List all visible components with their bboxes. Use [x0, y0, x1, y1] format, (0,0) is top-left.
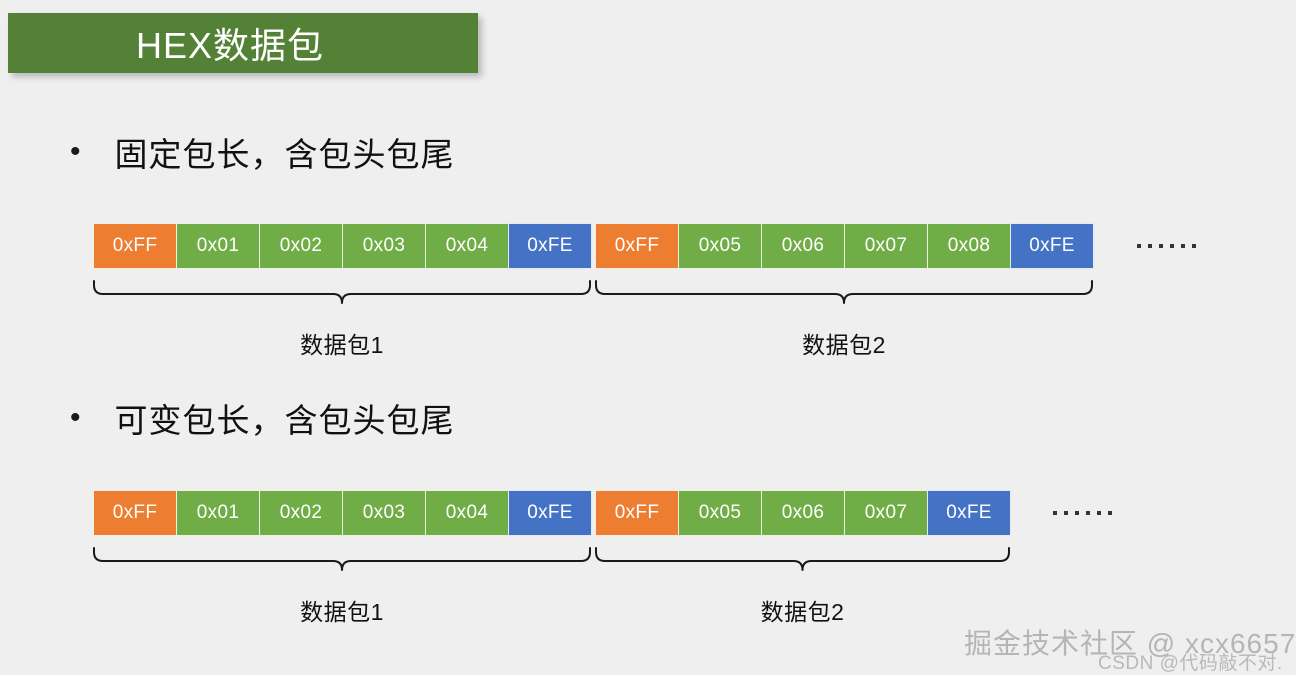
ellipsis-dot [1192, 244, 1196, 248]
hex-byte-cell: 0xFF [595, 223, 679, 269]
hex-byte-cell: 0x01 [176, 490, 260, 536]
packet-label: 数据包1 [300, 599, 384, 625]
hex-byte-cell: 0x02 [259, 490, 343, 536]
hex-byte-cell: 0x08 [927, 223, 1011, 269]
ellipsis-dot [1181, 244, 1185, 248]
hex-byte-cell: 0x05 [678, 223, 762, 269]
hex-byte-cell: 0xFF [93, 490, 177, 536]
ellipsis-dot [1148, 244, 1152, 248]
packet-brace [93, 280, 591, 306]
ellipsis-dot [1053, 511, 1057, 515]
hex-byte-cell: 0x01 [176, 223, 260, 269]
watermark-csdn: CSDN @代码敲不对. [1098, 653, 1283, 674]
ellipsis-dot [1086, 511, 1090, 515]
hex-byte-cell: 0xFF [93, 223, 177, 269]
ellipsis-dot [1064, 511, 1068, 515]
bullet-item-fixed-length: • 固定包长，含包头包尾 [70, 128, 455, 176]
hex-byte-cell: 0x02 [259, 223, 343, 269]
hex-byte-cell: 0x07 [844, 490, 928, 536]
ellipsis-dot [1170, 244, 1174, 248]
packet-brace [93, 547, 591, 573]
hex-byte-cell: 0x04 [425, 490, 509, 536]
hex-byte-cell: 0xFF [595, 490, 679, 536]
page-title: HEX数据包 [136, 25, 325, 66]
hex-byte-cell: 0x04 [425, 223, 509, 269]
hex-byte-cell: 0x07 [844, 223, 928, 269]
hex-byte-cell: 0x03 [342, 490, 426, 536]
packet-label: 数据包2 [802, 332, 886, 358]
hex-byte-cell: 0xFE [508, 223, 592, 269]
packet-brace [595, 280, 1093, 306]
packet-brace [595, 547, 1010, 573]
hex-byte-cell: 0x05 [678, 490, 762, 536]
packet-label: 数据包1 [300, 332, 384, 358]
hex-byte-cell: 0xFE [508, 490, 592, 536]
ellipsis-continuation-2 [1053, 511, 1112, 515]
watermark-juejin: 掘金技术社区 @ xcx6657 [964, 628, 1296, 659]
ellipsis-dot [1108, 511, 1112, 515]
bullet-dot-icon: • [70, 401, 81, 434]
hex-byte-cell: 0x06 [761, 223, 845, 269]
bullet-item-variable-length: • 可变包长，含包头包尾 [70, 394, 455, 442]
ellipsis-dot [1137, 244, 1141, 248]
bullet-dot-icon: • [70, 135, 81, 168]
packet-label: 数据包2 [760, 599, 845, 625]
bullet-label: 可变包长，含包头包尾 [114, 402, 455, 439]
hex-byte-cell: 0x03 [342, 223, 426, 269]
ellipsis-continuation-1 [1137, 244, 1196, 248]
ellipsis-dot [1159, 244, 1163, 248]
title-banner: HEX数据包 [8, 13, 478, 73]
hex-byte-cell: 0xFE [1010, 223, 1094, 269]
bullet-label: 固定包长，含包头包尾 [114, 136, 455, 173]
hex-byte-cell: 0x06 [761, 490, 845, 536]
ellipsis-dot [1075, 511, 1079, 515]
ellipsis-dot [1097, 511, 1101, 515]
hex-byte-cell: 0xFE [927, 490, 1011, 536]
